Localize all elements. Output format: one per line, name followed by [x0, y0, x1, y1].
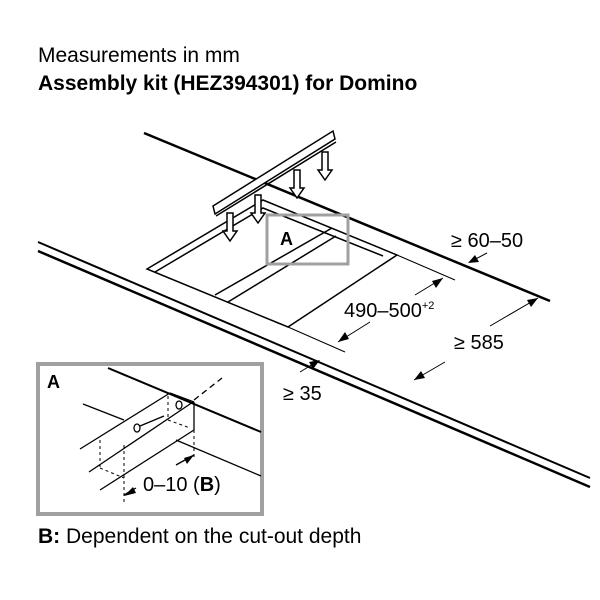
measurements-note: Measurements in mm [38, 44, 240, 67]
depth-label: ≥ 585 [454, 332, 504, 354]
mount-arrows [221, 151, 334, 243]
footnote: B: Dependent on the cut-out depth [38, 525, 361, 549]
rail [212, 129, 336, 216]
front-distance-label: ≥ 35 [283, 383, 322, 405]
detail-a-inset: A 0–10 (B) [36, 362, 264, 516]
footnote-text: Dependent on the cut-out depth [60, 525, 362, 548]
down-arrow-icon [221, 212, 239, 243]
rail-lower-edge [215, 141, 337, 217]
worktop-front-edge [37, 241, 591, 479]
footnote-key: B: [38, 525, 61, 548]
detail-a-marker-label: A [280, 229, 293, 249]
cutout-inner-edge [154, 207, 384, 273]
inset-label: A [47, 372, 60, 392]
down-arrow-icon [316, 151, 334, 182]
worktop-drawing [37, 129, 591, 489]
inset-frame [36, 362, 264, 516]
down-arrow-icon [249, 194, 267, 225]
crossbar-line [227, 235, 337, 303]
diagram-title: Assembly kit (HEZ394301) for Domino [38, 72, 418, 95]
crossbar-line [214, 227, 333, 296]
dimension-arrowheads [309, 255, 538, 380]
cutout-width-label: 490–500+2 [344, 300, 434, 322]
worktop-front-edge-lower [37, 249, 591, 489]
offset-dimension-label: 0–10 (B) [143, 474, 221, 496]
down-arrow-icon [288, 169, 306, 200]
rear-distance-label: ≥ 60–50 [451, 230, 523, 252]
detail-a-marker-box [265, 213, 350, 266]
